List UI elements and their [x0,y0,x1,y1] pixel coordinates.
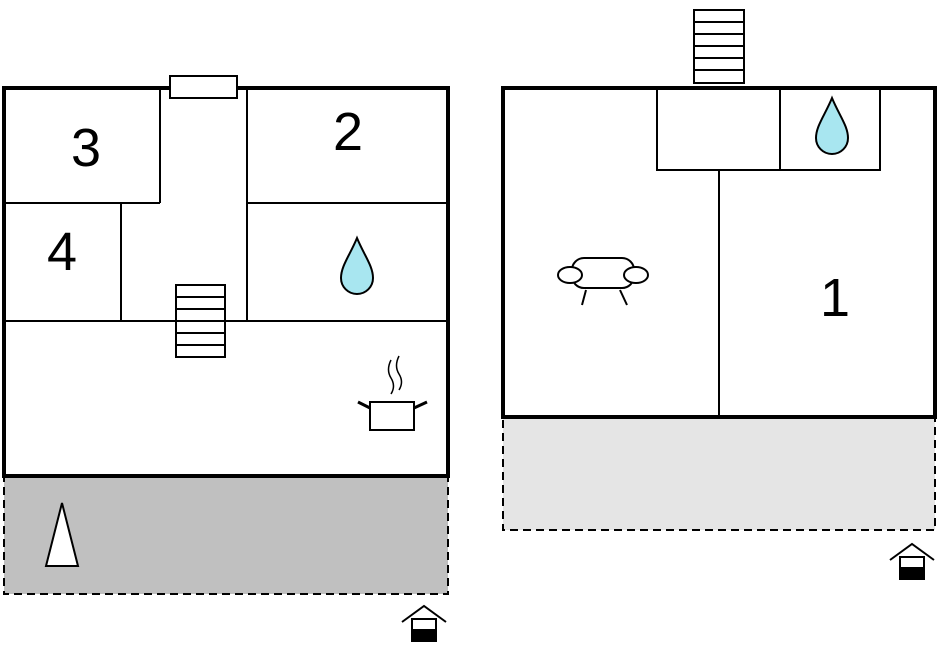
room-number-4: 4 [47,222,77,282]
floor-plan-left: 3 2 4 [2,75,450,642]
interior-walls [656,88,881,417]
room-number-2: 2 [333,102,363,162]
floor-plan-right: 1 [501,9,937,580]
entrance-icon [401,604,447,642]
window [169,75,238,99]
water-drop-icon [339,235,375,295]
stairs-icon [693,9,745,84]
water-drop-icon [814,95,850,155]
parasol-icon [44,502,80,567]
cooking-pot-icon [357,355,428,431]
sofa-icon [557,257,649,306]
entrance-icon [889,542,935,580]
terrace-area [3,475,449,595]
room-number-1: 1 [820,268,850,328]
stairs-icon [175,284,226,358]
terrace-area [502,416,936,531]
room-number-3: 3 [71,118,101,178]
